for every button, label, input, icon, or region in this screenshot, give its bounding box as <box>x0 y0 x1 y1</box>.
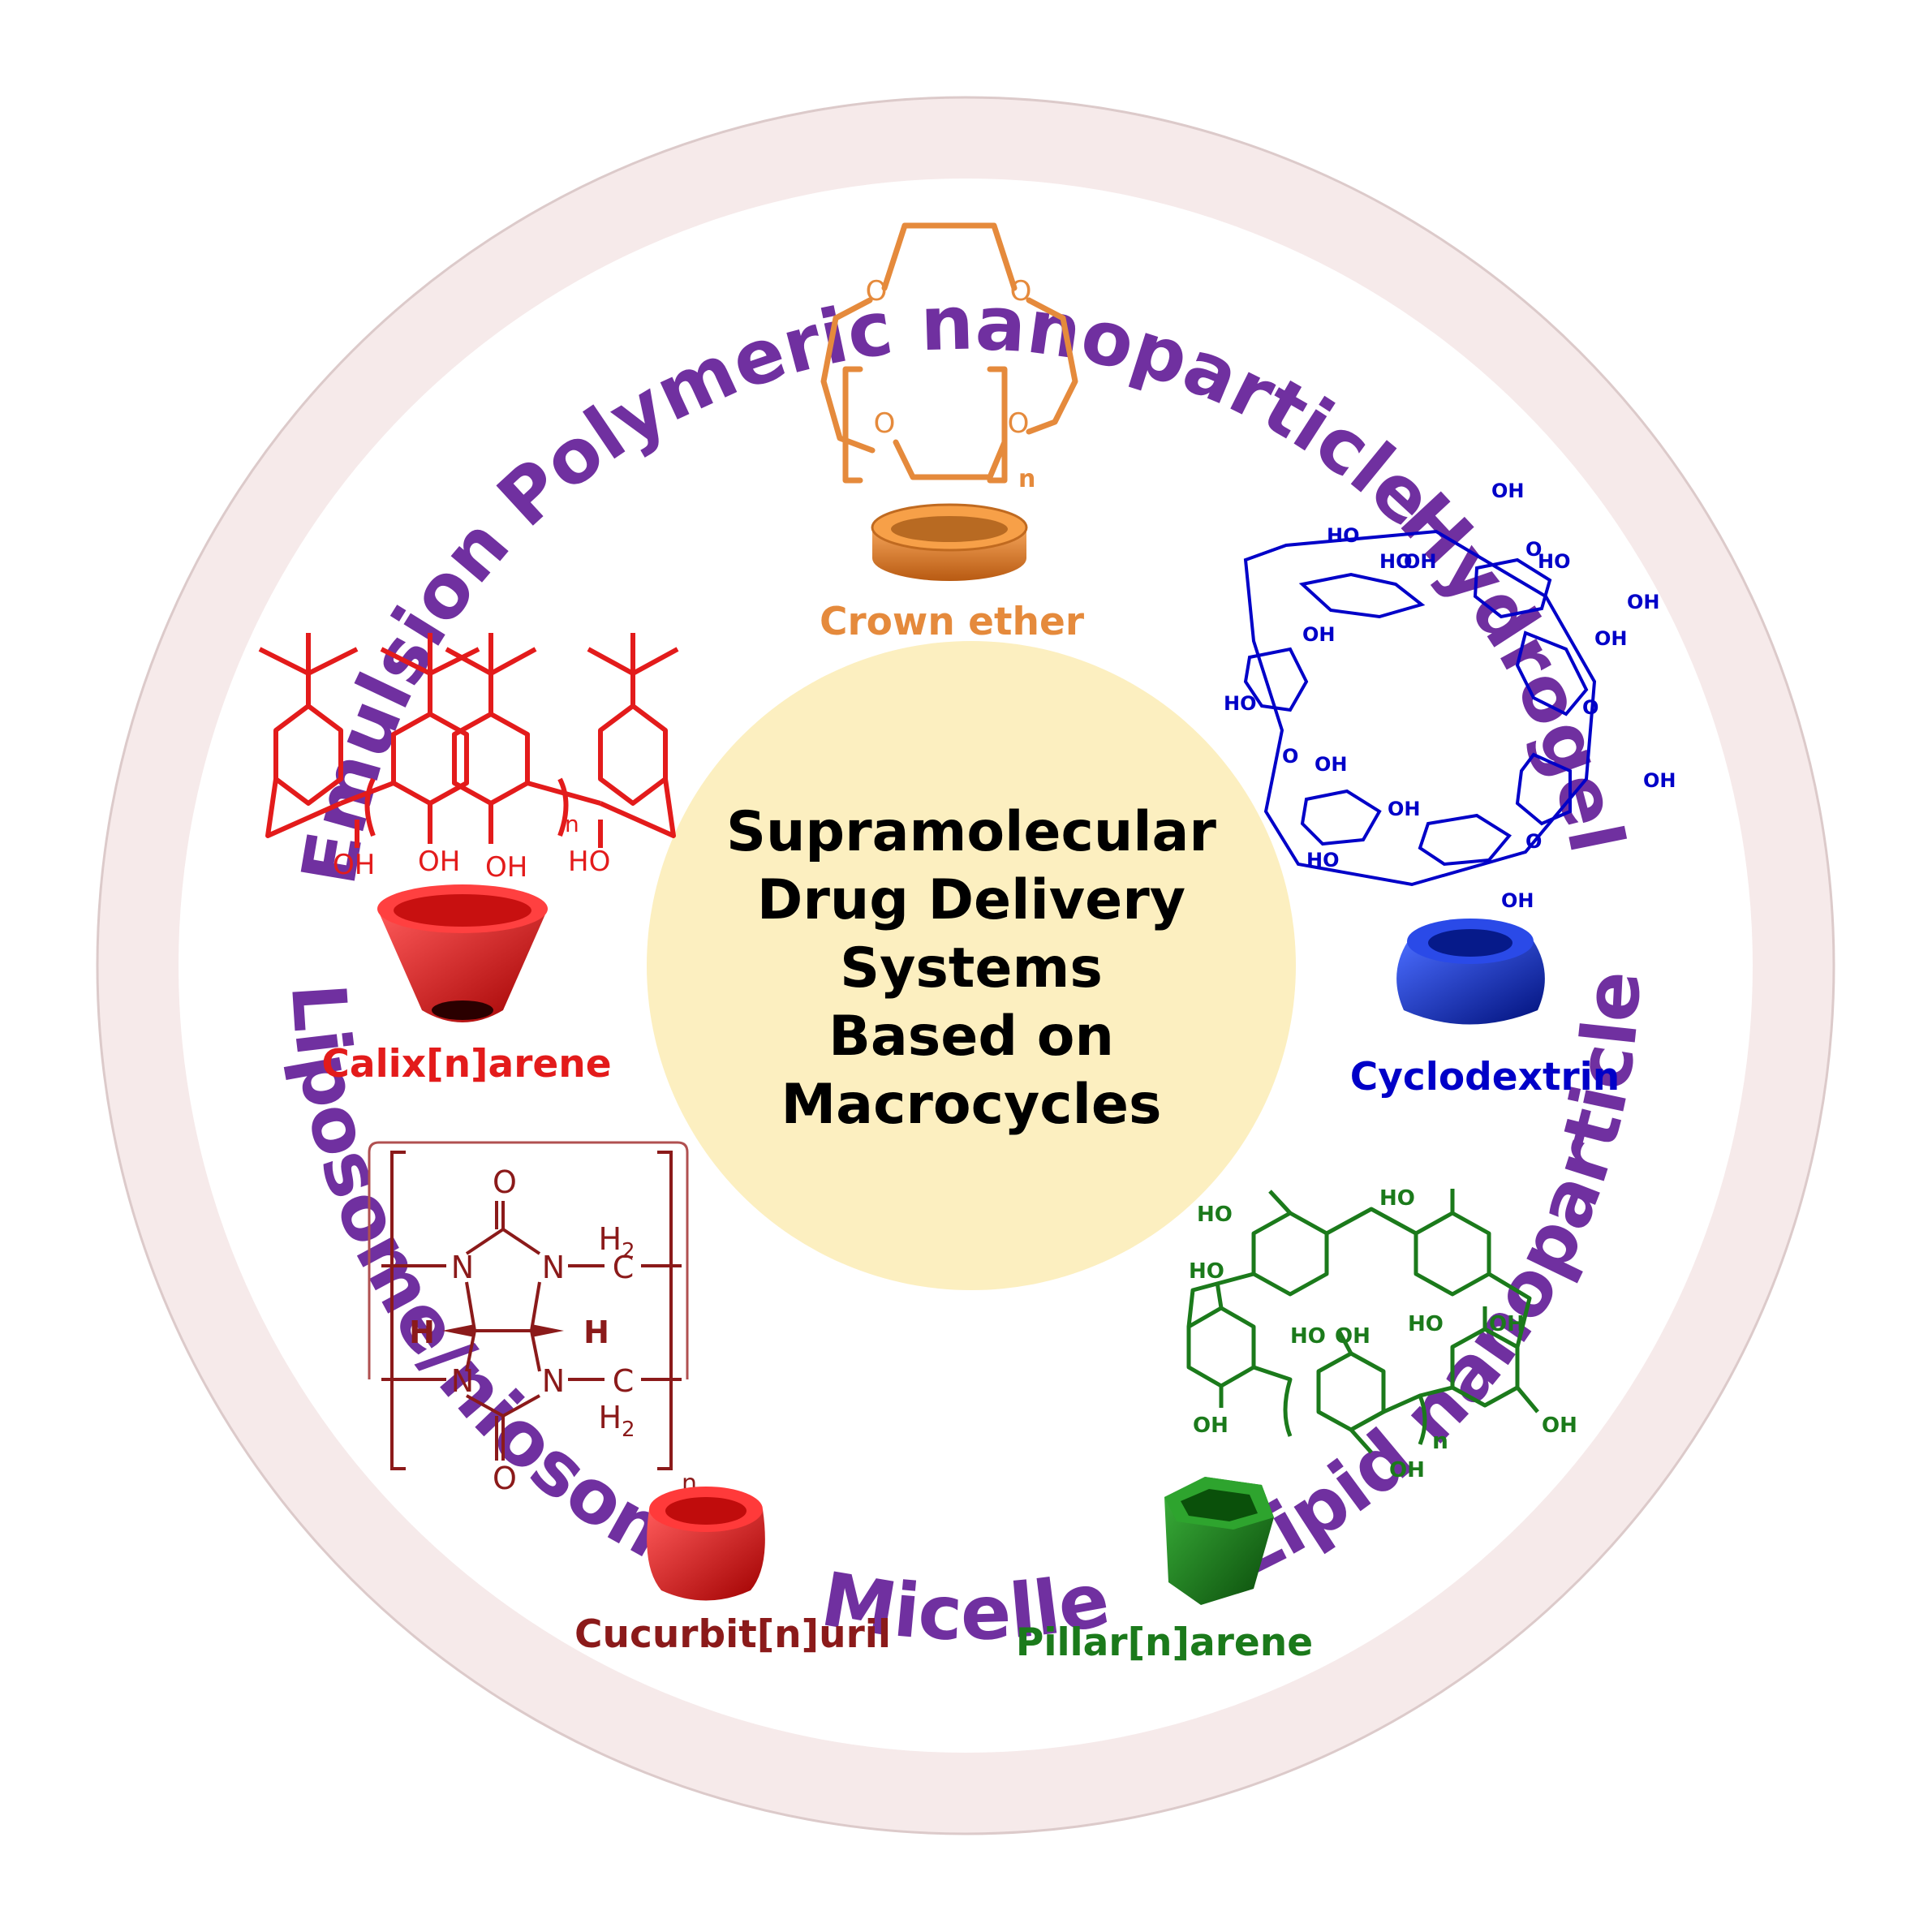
cb-o-bottom: O <box>493 1461 517 1496</box>
cd-o-4: O <box>1282 745 1298 768</box>
cd-ho-5: HO <box>1538 550 1571 573</box>
cb-n-4: N <box>542 1363 565 1399</box>
crown-ether-label: Crown ether <box>820 600 1085 644</box>
cd-oh-2: OH <box>1627 591 1660 613</box>
cb-c-2: C <box>613 1363 635 1399</box>
pa-oh-4: OH <box>1542 1414 1577 1438</box>
cb-h2-bottom: H2 <box>598 1400 635 1442</box>
cd-oh-5: OH <box>1404 550 1437 573</box>
cb-n-2: N <box>542 1250 565 1285</box>
cb-o-top: O <box>493 1164 517 1200</box>
cd-oh-4: OH <box>1501 889 1534 912</box>
calixarene-structure <box>258 633 679 848</box>
cb-n-1: N <box>451 1250 474 1285</box>
pillararene-structure <box>1186 1189 1539 1454</box>
pa-oh-5: OH <box>1389 1458 1425 1482</box>
calix-ho-1: HO <box>568 846 610 878</box>
pa-ho-2: HO <box>1379 1186 1415 1211</box>
crown-o-4: O <box>1008 407 1030 440</box>
cd-oh-3: OH <box>1643 769 1676 792</box>
cucurbituril-model <box>647 1487 765 1601</box>
cd-o-3: O <box>1525 830 1542 853</box>
calix-oh-2: OH <box>418 846 460 878</box>
ring-label-micelle: Micelle <box>815 1555 1117 1658</box>
crown-subscript: n <box>1018 465 1035 493</box>
cyclodextrin-label: Cyclodextrin <box>1350 1055 1620 1099</box>
cyclodextrin-model <box>1396 919 1545 1025</box>
calix-oh-1: OH <box>333 849 375 881</box>
cd-o-2: O <box>1582 696 1599 719</box>
center-disc <box>647 641 1296 1290</box>
cd-ho-2: HO <box>1306 849 1340 871</box>
center-line-4: Based on <box>828 1005 1114 1069</box>
cb-h-right: H <box>583 1315 609 1350</box>
crown-o-1: O <box>866 275 888 308</box>
pa-subscript: n <box>1432 1427 1448 1454</box>
pa-ho-3: HO <box>1189 1259 1224 1284</box>
cb-wedge-left <box>442 1324 475 1337</box>
calixarene-model <box>377 884 548 1022</box>
calixarene-label: Calix[n]arene <box>321 1042 611 1086</box>
cucurbituril-label: Cucurbit[n]uril <box>574 1612 891 1657</box>
cd-oh-9: OH <box>1315 753 1348 776</box>
cd-oh-8: OH <box>1388 798 1421 820</box>
cd-oh-1: OH <box>1491 480 1525 502</box>
center-line-5: Macrocycles <box>781 1073 1162 1137</box>
crown-o-3: O <box>874 407 896 440</box>
pa-ho-1: HO <box>1197 1203 1233 1227</box>
pa-ho-4: HO <box>1290 1324 1326 1349</box>
crown-ether-model <box>871 503 1028 581</box>
cb-n-3: N <box>451 1363 474 1399</box>
cb-h-left: H <box>409 1315 435 1350</box>
pa-oh-3: OH <box>1193 1414 1228 1438</box>
crown-ether-structure <box>820 222 1078 484</box>
pa-oh-1: OH <box>1335 1324 1370 1349</box>
cd-ho-1: HO <box>1327 524 1360 547</box>
pa-oh-2: OH <box>1489 1312 1525 1336</box>
cd-ho-3: HO <box>1224 692 1257 715</box>
pillararene-model <box>1164 1477 1274 1605</box>
calix-oh-3: OH <box>485 851 527 884</box>
crown-o-2: O <box>1010 275 1032 308</box>
pa-ho-5: HO <box>1408 1312 1444 1336</box>
cd-o-1: O <box>1525 538 1542 561</box>
cucurbituril-structure <box>368 1141 689 1470</box>
cd-oh-6: OH <box>1594 627 1628 650</box>
center-line-3: Systems <box>840 936 1103 1000</box>
cyclodextrin-structure <box>1243 529 1597 887</box>
calix-subscript: n <box>565 811 579 837</box>
cb-wedge-right <box>531 1324 564 1337</box>
cb-h2-top: H2 <box>598 1221 635 1263</box>
pillararene-label: Pillar[n]arene <box>1016 1620 1313 1665</box>
cd-ho-4: HO <box>1379 550 1413 573</box>
cd-oh-7: OH <box>1302 623 1336 646</box>
center-line-2: Drug Delivery <box>757 868 1185 932</box>
cb-c-1: C <box>613 1250 635 1285</box>
center-line-1: Supramolecular <box>726 800 1216 864</box>
